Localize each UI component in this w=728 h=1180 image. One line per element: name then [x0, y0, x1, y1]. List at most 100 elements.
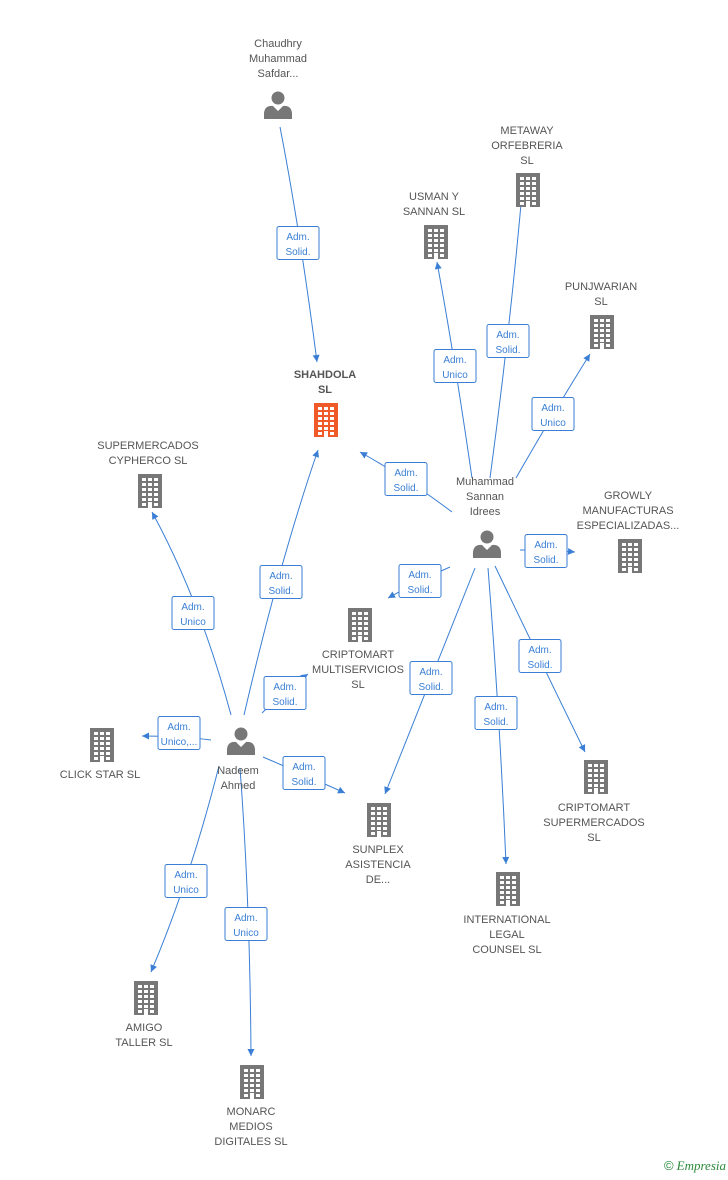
edge-label[interactable]: Adm.Solid. [474, 696, 518, 730]
node-label[interactable]: GROWLY [604, 490, 653, 502]
node-label[interactable]: AMIGO [126, 1022, 163, 1034]
node-label[interactable]: SHAHDOLA [294, 369, 356, 381]
edge-label[interactable]: Adm.Solid. [398, 564, 442, 598]
nodes-layer: ChaudhryMuhammadSafdar...METAWAYORFEBRER… [60, 38, 680, 1148]
node-label[interactable]: ORFEBRERIA [491, 140, 563, 152]
node-growly[interactable]: GROWLY MANUFACTURAS ESPECIALIZADAS... [577, 490, 680, 573]
node-label[interactable]: TALLER SL [115, 1037, 172, 1049]
building-icon[interactable] [618, 539, 642, 573]
edge-label[interactable]: Adm.Unico [224, 907, 268, 941]
node-punjwarian[interactable]: PUNJWARIAN SL [565, 281, 637, 349]
edge-label[interactable]: Adm.Solid. [409, 661, 453, 695]
arrowhead [434, 262, 442, 270]
node-label[interactable]: CYPHERCO SL [109, 455, 188, 467]
edge-label-box [384, 462, 428, 496]
edge-label[interactable]: Adm.Solid. [518, 639, 562, 673]
building-icon[interactable] [348, 608, 372, 642]
node-supercypherco[interactable]: SUPERMERCADOS CYPHERCO SL [97, 440, 199, 508]
node-label[interactable]: MULTISERVICIOS [312, 664, 404, 676]
building-icon[interactable] [138, 474, 162, 508]
node-label[interactable]: ASISTENCIA [345, 859, 411, 871]
node-label[interactable]: Sannan [466, 491, 504, 503]
brand-logo: Empresia [676, 1158, 726, 1173]
edge-label[interactable]: Adm.Solid. [384, 462, 428, 496]
node-sunplex[interactable]: SUNPLEX ASISTENCIA DE... [345, 803, 411, 886]
building-icon[interactable] [516, 173, 540, 207]
node-amigo[interactable]: AMIGO TALLER SL [115, 981, 173, 1049]
building-icon[interactable] [367, 803, 391, 837]
node-label[interactable]: SANNAN SL [403, 206, 465, 218]
building-icon[interactable] [590, 315, 614, 349]
node-label[interactable]: SL [587, 832, 600, 844]
edge-label-text: Adm. [174, 870, 197, 881]
edge-label[interactable]: Adm.Solid. [276, 226, 320, 260]
node-label[interactable]: METAWAY [500, 125, 554, 137]
edge-label[interactable]: Adm.Unico [433, 349, 477, 383]
person-icon[interactable] [227, 727, 255, 756]
edge-label[interactable]: Adm.Unico [531, 397, 575, 431]
node-label[interactable]: MEDIOS [229, 1121, 272, 1133]
node-label[interactable]: Ahmed [221, 780, 256, 792]
edge-label[interactable]: Adm.Solid. [486, 324, 530, 358]
node-label[interactable]: SL [520, 155, 533, 167]
node-label[interactable]: CRIPTOMART [322, 649, 395, 661]
node-clickstar[interactable]: CLICK STAR SL [60, 728, 141, 781]
node-label[interactable]: MANUFACTURAS [582, 505, 673, 517]
node-label[interactable]: CLICK STAR SL [60, 769, 141, 781]
node-label[interactable]: MONARC [227, 1106, 276, 1118]
node-label[interactable]: Nadeem [217, 765, 259, 777]
node-label[interactable]: Muhammad [456, 476, 514, 488]
node-label[interactable]: DE... [366, 874, 390, 886]
building-icon[interactable] [424, 225, 448, 259]
edge-nadeem-clickstar: Adm.Unico,... [141, 716, 212, 750]
node-usman[interactable]: USMAN Y SANNAN SL [403, 191, 465, 259]
node-label[interactable]: Safdar... [258, 68, 299, 80]
node-label[interactable]: SUPERMERCADOS [97, 440, 198, 452]
edge-muhammad-criptomult: Adm.Solid. [387, 564, 451, 599]
edge-label[interactable]: Adm.Solid. [524, 534, 568, 568]
node-label[interactable]: SL [351, 679, 364, 691]
node-criptosuper[interactable]: CRIPTOMART SUPERMERCADOS SL [543, 760, 645, 844]
edge-label[interactable]: Adm.Solid. [282, 756, 326, 790]
person-icon[interactable] [473, 530, 501, 559]
building-icon[interactable] [496, 872, 520, 906]
node-international[interactable]: INTERNATIONAL LEGAL COUNSEL SL [463, 872, 551, 956]
node-label[interactable]: INTERNATIONAL [463, 914, 550, 926]
node-label[interactable]: SL [594, 296, 607, 308]
building-icon[interactable] [240, 1065, 264, 1099]
node-criptomult[interactable]: CRIPTOMART MULTISERVICIOS SL [312, 608, 404, 691]
building-icon[interactable] [90, 728, 114, 762]
building-icon[interactable] [584, 760, 608, 794]
node-chaudhry[interactable]: ChaudhryMuhammadSafdar... [249, 38, 307, 119]
edge-label[interactable]: Adm.Solid. [259, 565, 303, 599]
node-label[interactable]: Chaudhry [254, 38, 302, 50]
node-label[interactable]: USMAN Y [409, 191, 460, 203]
node-label[interactable]: ESPECIALIZADAS... [577, 520, 680, 532]
node-label[interactable]: LEGAL [489, 929, 524, 941]
edge-label[interactable]: Adm.Unico [171, 596, 215, 630]
edge-label[interactable]: Adm.Unico [164, 864, 208, 898]
edge-label-text: Unico [540, 418, 566, 429]
node-shahdola[interactable]: SHAHDOLA SL [294, 369, 356, 437]
arrowhead [142, 732, 149, 740]
building-icon[interactable] [134, 981, 158, 1015]
edge-label-text: Adm. [394, 468, 417, 479]
node-label[interactable]: CRIPTOMART [558, 802, 631, 814]
node-label[interactable]: DIGITALES SL [214, 1136, 287, 1148]
edge-label[interactable]: Adm.Unico,... [157, 716, 201, 750]
node-label[interactable]: Idrees [470, 506, 501, 518]
node-label[interactable]: COUNSEL SL [472, 944, 541, 956]
building-icon[interactable] [314, 403, 338, 437]
node-label[interactable]: PUNJWARIAN [565, 281, 637, 293]
node-label[interactable]: Muhammad [249, 53, 307, 65]
node-metaway[interactable]: METAWAY ORFEBRERIA SL [491, 125, 563, 207]
node-label[interactable]: SUNPLEX [352, 844, 404, 856]
edge-label[interactable]: Adm.Solid. [263, 676, 307, 710]
node-monarc[interactable]: MONARC MEDIOS DIGITALES SL [214, 1065, 288, 1148]
node-label[interactable]: SUPERMERCADOS [543, 817, 644, 829]
person-icon[interactable] [264, 91, 292, 120]
edge-nadeem-amigo: Adm.Unico [150, 765, 220, 973]
node-label[interactable]: SL [318, 384, 332, 396]
